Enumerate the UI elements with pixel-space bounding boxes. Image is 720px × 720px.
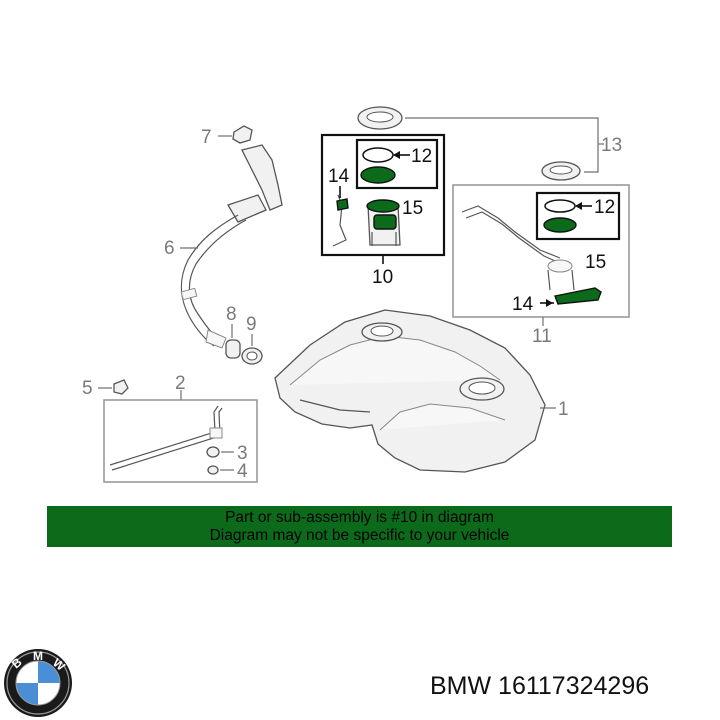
bmw-logo: B M W — [4, 649, 72, 717]
part-13-lock-rings: 13 — [357, 106, 622, 181]
callout-4: 4 — [237, 461, 248, 482]
part-5-bolt: 5 — [82, 378, 129, 399]
callout-14b: 14 — [512, 294, 534, 315]
notice-line-2: Diagram may not be specific to your vehi… — [209, 527, 510, 544]
notice-banner: Part or sub-assembly is #10 in diagram D… — [47, 506, 672, 547]
callout-13: 13 — [601, 135, 622, 156]
callout-5: 5 — [82, 378, 93, 399]
callout-15a: 15 — [402, 198, 423, 219]
callout-14a: 14 — [328, 166, 350, 187]
part-8-hose: 8 — [225, 304, 241, 359]
callout-1: 1 — [558, 399, 569, 420]
callout-6: 6 — [164, 238, 175, 259]
part-10-fuel-pump-module: 12 15 14 10 — [320, 133, 446, 288]
part-6-filler-neck: 6 — [164, 144, 283, 349]
callout-10: 10 — [372, 267, 393, 288]
part-9-clamp: 9 — [241, 314, 263, 365]
callout-12b: 12 — [594, 197, 615, 218]
notice-line-1: Part or sub-assembly is #10 in diagram — [225, 509, 494, 526]
part-2-strap-group: 2 3 4 — [103, 373, 258, 483]
part-1-fuel-tank: 1 — [274, 309, 569, 473]
callout-11: 11 — [532, 326, 552, 347]
part-7-cap: 7 — [201, 125, 253, 148]
logo-letter-m: M — [33, 649, 43, 663]
callout-15b: 15 — [585, 252, 606, 273]
callout-7: 7 — [201, 127, 212, 148]
callout-9: 9 — [246, 314, 257, 335]
callout-8: 8 — [226, 304, 237, 325]
callout-12a: 12 — [411, 146, 432, 167]
part-11-sender-group: 12 15 14 11 — [452, 184, 630, 347]
part-number: BMW 16117324296 — [430, 672, 650, 700]
callout-2: 2 — [175, 373, 186, 394]
callout-3: 3 — [237, 443, 248, 464]
